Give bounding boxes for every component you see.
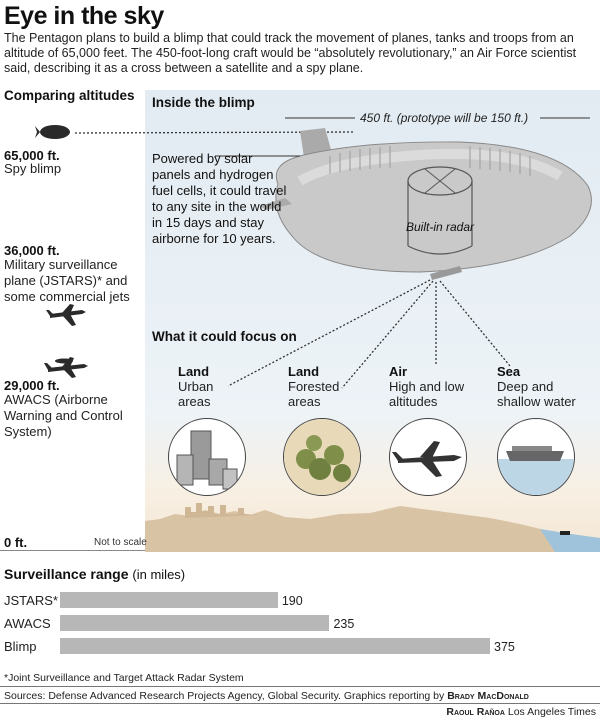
radar-label: Built-in radar — [406, 220, 475, 234]
air-illustration — [389, 418, 467, 496]
range-bar — [60, 615, 330, 631]
altitude-value: 65,000 ft. — [4, 148, 60, 163]
divider — [0, 686, 600, 687]
credit-line: Raoul Rañoa Los Angeles Times — [446, 706, 596, 718]
altitude-value: 29,000 ft. — [4, 378, 60, 393]
altitude-label: Military surveillance plane (JSTARS)* an… — [4, 257, 130, 304]
jstars-plane-icon — [46, 304, 86, 326]
page-title: Eye in the sky — [4, 2, 164, 30]
range-bar — [60, 592, 278, 608]
reporter-name: Brady MacDonald — [447, 690, 529, 702]
range-heading-text: Surveillance range — [4, 566, 129, 582]
forest-illustration — [283, 418, 361, 496]
artist-name: Raoul Rañoa — [446, 706, 505, 718]
category-detail: Urban areas — [178, 379, 214, 409]
category-detail: Forested areas — [288, 379, 340, 409]
urban-illustration — [168, 418, 246, 496]
city-skyline — [185, 503, 260, 518]
spy-blimp-icon — [35, 125, 70, 139]
category-detail: Deep and shallow water — [497, 379, 576, 409]
sources-line: Sources: Defense Advanced Research Proje… — [4, 690, 529, 702]
altitude-label: Spy blimp — [4, 161, 62, 176]
range-category-label: AWACS — [4, 616, 51, 631]
range-bar — [60, 638, 490, 654]
scale-note: Not to scale — [94, 537, 147, 548]
ground-terrain — [145, 506, 560, 552]
category-name: Land — [178, 364, 210, 379]
ground-line — [0, 550, 145, 551]
focus-category: Land Forested areas — [288, 364, 388, 409]
range-value-label: 190 — [281, 594, 303, 608]
focus-category: Air High and low altitudes — [389, 364, 489, 409]
range-value-label: 235 — [333, 617, 355, 631]
ship-silhouette — [560, 531, 570, 535]
range-category-label: Blimp — [4, 639, 37, 654]
range-unit: (in miles) — [132, 567, 186, 582]
awacs-plane-icon — [44, 357, 88, 378]
category-name: Land — [288, 364, 320, 379]
sources-text: Sources: Defense Advanced Research Proje… — [4, 690, 445, 702]
focus-beams — [227, 279, 511, 389]
blimp-heading: Inside the blimp — [152, 95, 255, 110]
range-category-label: JSTARS* — [4, 593, 58, 608]
blimp-description: Powered by solar panels and hydrogen fue… — [152, 151, 287, 246]
sea-illustration — [497, 418, 575, 496]
illustration — [35, 117, 600, 552]
range-heading: Surveillance range (in miles) — [4, 566, 185, 582]
footnote: *Joint Surveillance and Target Attack Ra… — [4, 672, 244, 684]
intro-text: The Pentagon plans to build a blimp that… — [4, 31, 577, 75]
range-value-label: 375 — [494, 640, 515, 654]
altitude-value: 36,000 ft. — [4, 243, 60, 258]
category-name: Sea — [497, 364, 521, 379]
sea — [540, 529, 600, 552]
altitude-label: AWACS (Airborne Warning and Control Syst… — [4, 392, 123, 439]
category-name: Air — [389, 364, 408, 379]
blimp-length-note: 450 ft. (prototype will be 150 ft.) — [360, 111, 529, 125]
focus-heading: What it could focus on — [152, 329, 297, 344]
focus-category: Land Urban areas — [178, 364, 278, 409]
altitude-value: 0 ft. — [4, 535, 28, 550]
blimp-illustration — [260, 128, 592, 280]
category-detail: High and low altitudes — [389, 379, 465, 409]
altitudes-heading: Comparing altitudes — [4, 88, 135, 103]
focus-category: Sea Deep and shallow water — [497, 364, 597, 409]
divider — [0, 703, 600, 704]
outlet-name: Los Angeles Times — [507, 706, 596, 718]
